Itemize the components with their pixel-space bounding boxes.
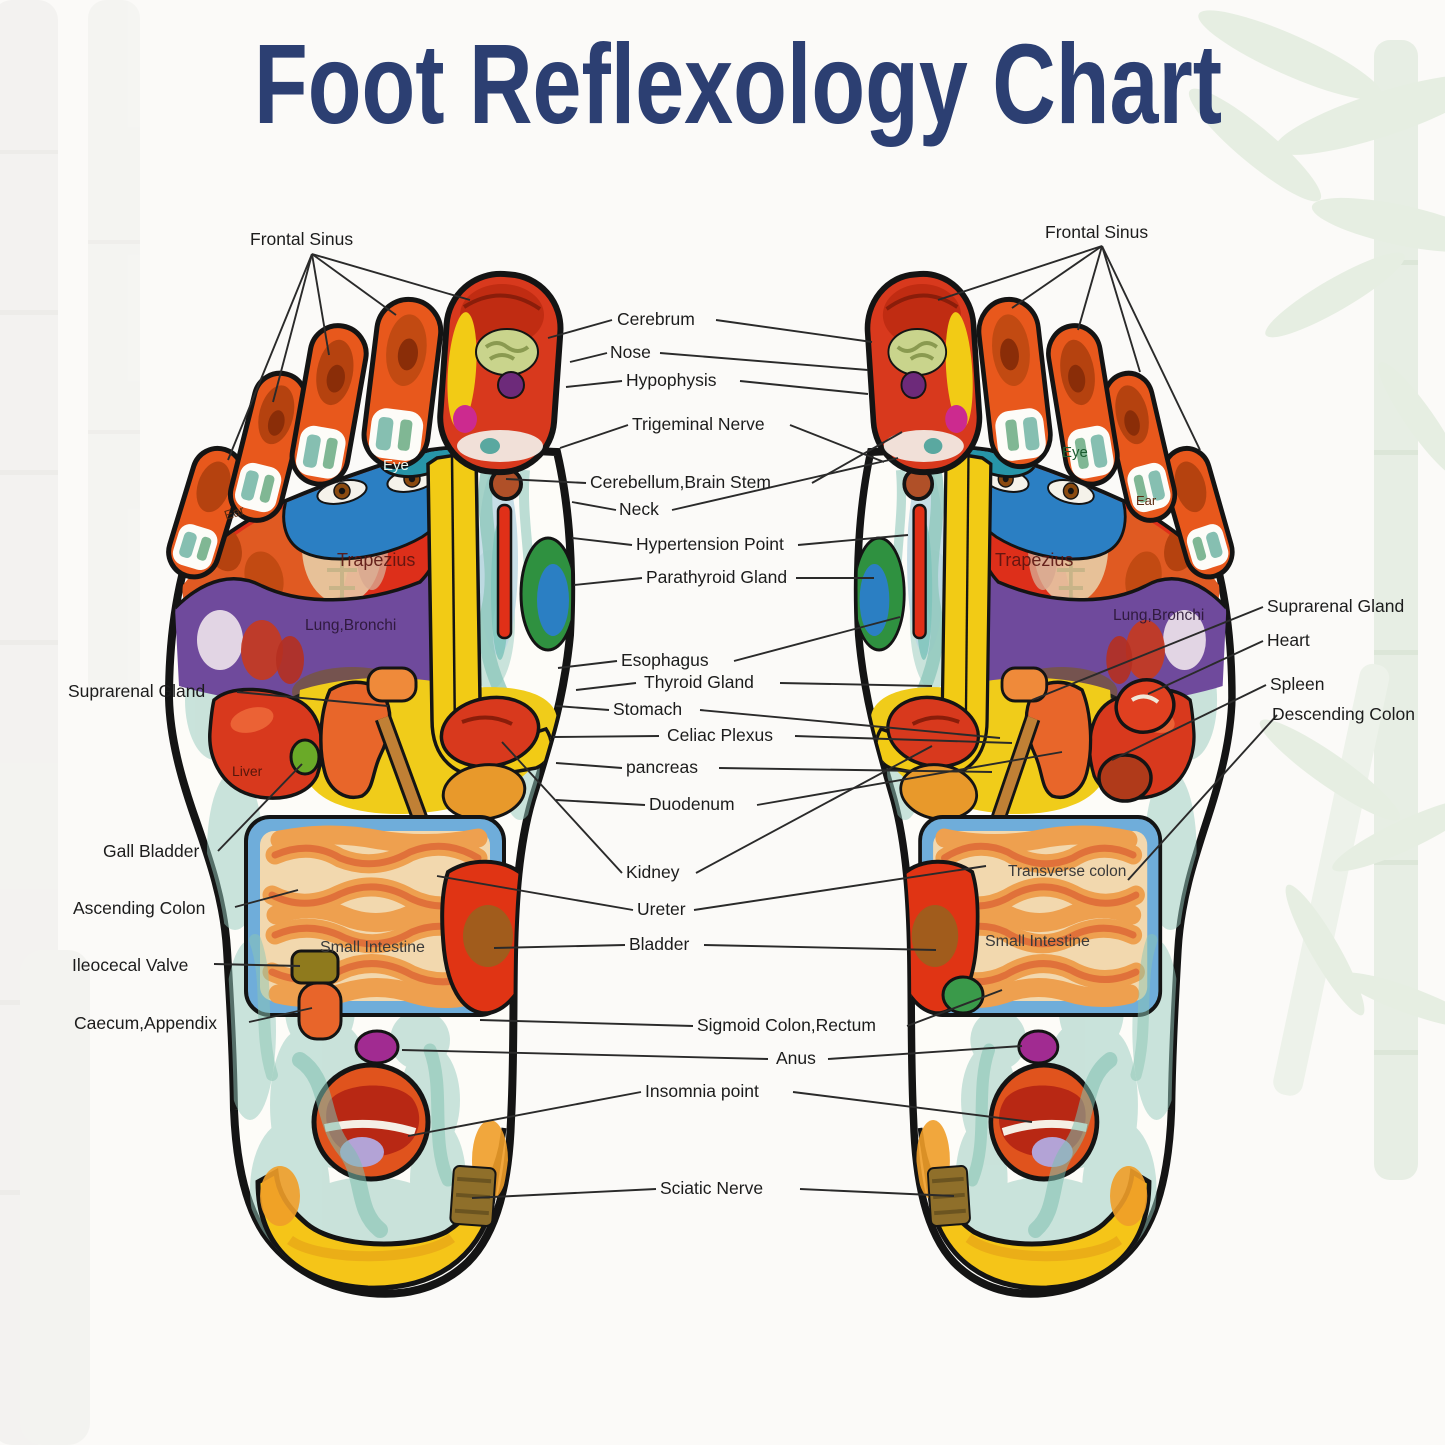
svg-text:Heart: Heart [1267,630,1310,650]
svg-text:Stomach: Stomach [613,699,682,719]
svg-text:Sigmoid Colon,Rectum: Sigmoid Colon,Rectum [697,1015,876,1035]
svg-text:Frontal Sinus: Frontal Sinus [250,229,353,249]
svg-text:Small Intestine: Small Intestine [320,939,425,956]
svg-text:Parathyroid Gland: Parathyroid Gland [646,567,787,587]
svg-text:Cerebellum,Brain Stem: Cerebellum,Brain Stem [590,472,771,492]
svg-text:Trapezius: Trapezius [337,550,415,570]
svg-text:Trapezius: Trapezius [995,550,1073,570]
svg-text:Anus: Anus [776,1048,816,1068]
svg-text:Bladder: Bladder [629,934,689,954]
svg-text:Cerebrum: Cerebrum [617,309,695,329]
svg-text:Sciatic Nerve: Sciatic Nerve [660,1178,763,1198]
svg-text:Hypertension Point: Hypertension Point [636,534,784,554]
svg-text:Ear: Ear [1136,493,1157,508]
svg-text:Nose: Nose [610,342,651,362]
svg-text:Esophagus: Esophagus [621,650,709,670]
svg-text:Kidney: Kidney [626,862,680,882]
svg-text:Caecum,Appendix: Caecum,Appendix [74,1013,217,1033]
svg-text:Gall Bladder: Gall Bladder [103,841,199,861]
svg-text:Frontal Sinus: Frontal Sinus [1045,222,1148,242]
svg-text:Ureter: Ureter [637,899,686,919]
svg-text:Foot Reflexology Chart: Foot Reflexology Chart [254,21,1222,147]
svg-text:Trigeminal Nerve: Trigeminal Nerve [632,414,765,434]
svg-text:Liver: Liver [232,763,263,779]
svg-text:Ear: Ear [222,502,247,523]
svg-text:Lung,Bronchi: Lung,Bronchi [1113,607,1204,624]
svg-text:Ileocecal Valve: Ileocecal Valve [72,955,188,975]
svg-text:Transverse colon: Transverse colon [1008,863,1126,880]
svg-text:Lung,Bronchi: Lung,Bronchi [305,617,396,634]
svg-text:Celiac Plexus: Celiac Plexus [667,725,773,745]
svg-text:Suprarenal Gland: Suprarenal Gland [1267,596,1404,616]
svg-text:pancreas: pancreas [626,757,698,777]
svg-text:Eye: Eye [383,457,409,474]
svg-text:Eye: Eye [1062,444,1088,461]
svg-text:Duodenum: Duodenum [649,794,735,814]
svg-text:Ascending Colon: Ascending Colon [73,898,205,918]
svg-text:Descending Colon: Descending Colon [1272,704,1415,724]
svg-text:Hypophysis: Hypophysis [626,370,717,390]
svg-text:Suprarenal Gland: Suprarenal Gland [68,681,205,701]
svg-text:Spleen: Spleen [1270,674,1325,694]
svg-text:Small Intestine: Small Intestine [985,933,1090,950]
svg-text:Thyroid Gland: Thyroid Gland [644,672,754,692]
svg-text:Neck: Neck [619,499,659,519]
svg-text:Insomnia point: Insomnia point [645,1081,759,1101]
